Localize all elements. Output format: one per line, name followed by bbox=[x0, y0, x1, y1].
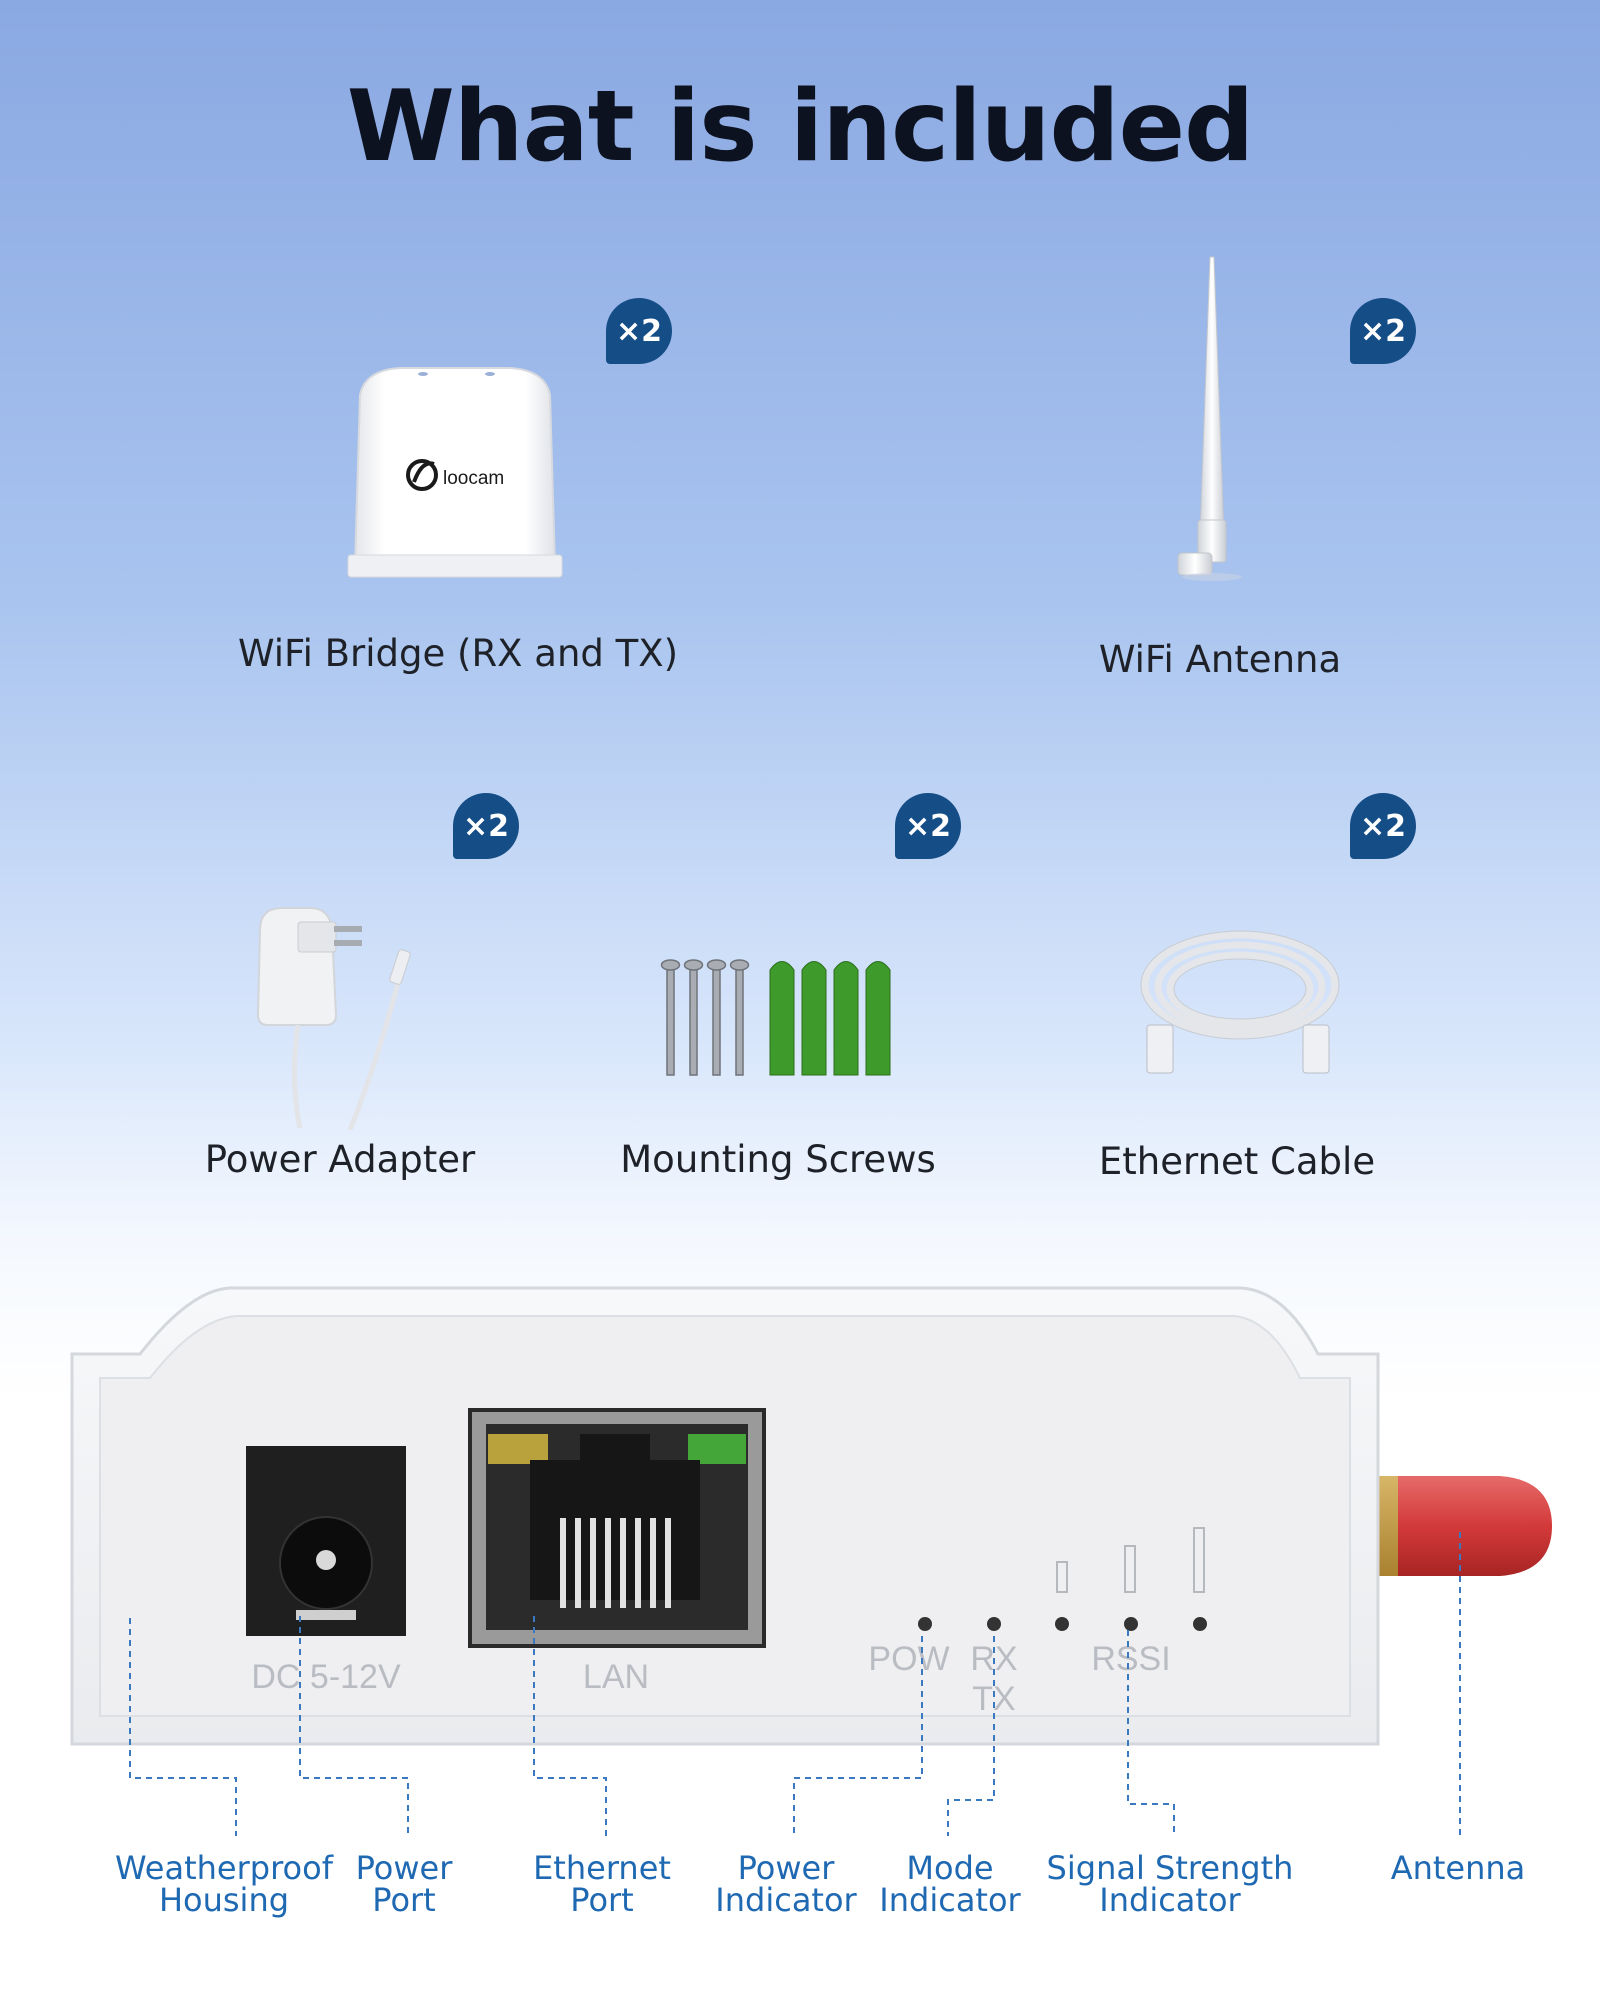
callout-line: Signal Strength bbox=[1046, 1849, 1294, 1887]
item-label-mounting-screws: Mounting Screws bbox=[620, 1138, 936, 1181]
callout-line: Housing bbox=[158, 1881, 290, 1919]
quantity-badge: ×2 bbox=[1350, 793, 1416, 859]
quantity-badge: ×2 bbox=[1350, 298, 1416, 364]
dc-port-label: DC 5-12V bbox=[251, 1658, 401, 1696]
item-label-power-adapter: Power Adapter bbox=[204, 1138, 476, 1181]
ethernet-cable-image bbox=[1140, 930, 1340, 1074]
callout-antenna: Antenna bbox=[1391, 1852, 1526, 1884]
pow-led-label: POW bbox=[868, 1640, 949, 1678]
rssi-led-label: RSSI bbox=[1091, 1640, 1170, 1678]
power-adapter-image bbox=[256, 907, 411, 1130]
wifi-bridge-image: loocam bbox=[347, 367, 563, 578]
callout-line: Port bbox=[570, 1881, 634, 1919]
quantity-badge: ×2 bbox=[453, 793, 519, 859]
callout-power-port: Power Port bbox=[356, 1852, 453, 1916]
callout-power-indicator: Power Indicator bbox=[715, 1852, 856, 1916]
callout-line: Power bbox=[737, 1849, 835, 1887]
item-label-ethernet-cable: Ethernet Cable bbox=[1098, 1140, 1376, 1183]
callout-mode-indicator: Mode Indicator bbox=[879, 1852, 1020, 1916]
callout-line: Antenna bbox=[1390, 1849, 1526, 1887]
item-label-wifi-antenna: WiFi Antenna bbox=[1098, 638, 1342, 681]
callout-line: Indicator bbox=[879, 1881, 1021, 1919]
callout-line: Indicator bbox=[715, 1881, 857, 1919]
callout-signal-strength-indicator: Signal Strength Indicator bbox=[1047, 1852, 1294, 1916]
lan-port-label: LAN bbox=[583, 1658, 649, 1696]
callout-line: Indicator bbox=[1099, 1881, 1241, 1919]
callout-ethernet-port: Ethernet Port bbox=[533, 1852, 671, 1916]
quantity-badge: ×2 bbox=[895, 793, 961, 859]
callout-line: Port bbox=[372, 1881, 436, 1919]
brand-logo-text: loocam bbox=[443, 468, 504, 489]
page-title: What is included bbox=[346, 70, 1255, 184]
wifi-antenna-image bbox=[1177, 256, 1242, 581]
callout-line: Ethernet bbox=[533, 1849, 671, 1887]
callout-line: Weatherproof bbox=[115, 1849, 333, 1887]
tx-led-label: TX bbox=[972, 1680, 1015, 1718]
callout-weatherproof-housing: Weatherproof Housing bbox=[115, 1852, 333, 1916]
antenna-connector bbox=[1398, 1476, 1552, 1576]
callout-line: Power bbox=[355, 1849, 453, 1887]
item-label-wifi-bridge: WiFi Bridge (RX and TX) bbox=[237, 632, 679, 675]
callout-line: Mode bbox=[906, 1849, 994, 1887]
device-front-panel: DC 5-12V LAN POW RX TX RSSI bbox=[70, 1286, 1552, 1836]
quantity-badge: ×2 bbox=[606, 298, 672, 364]
mounting-screws-image bbox=[660, 959, 891, 1076]
